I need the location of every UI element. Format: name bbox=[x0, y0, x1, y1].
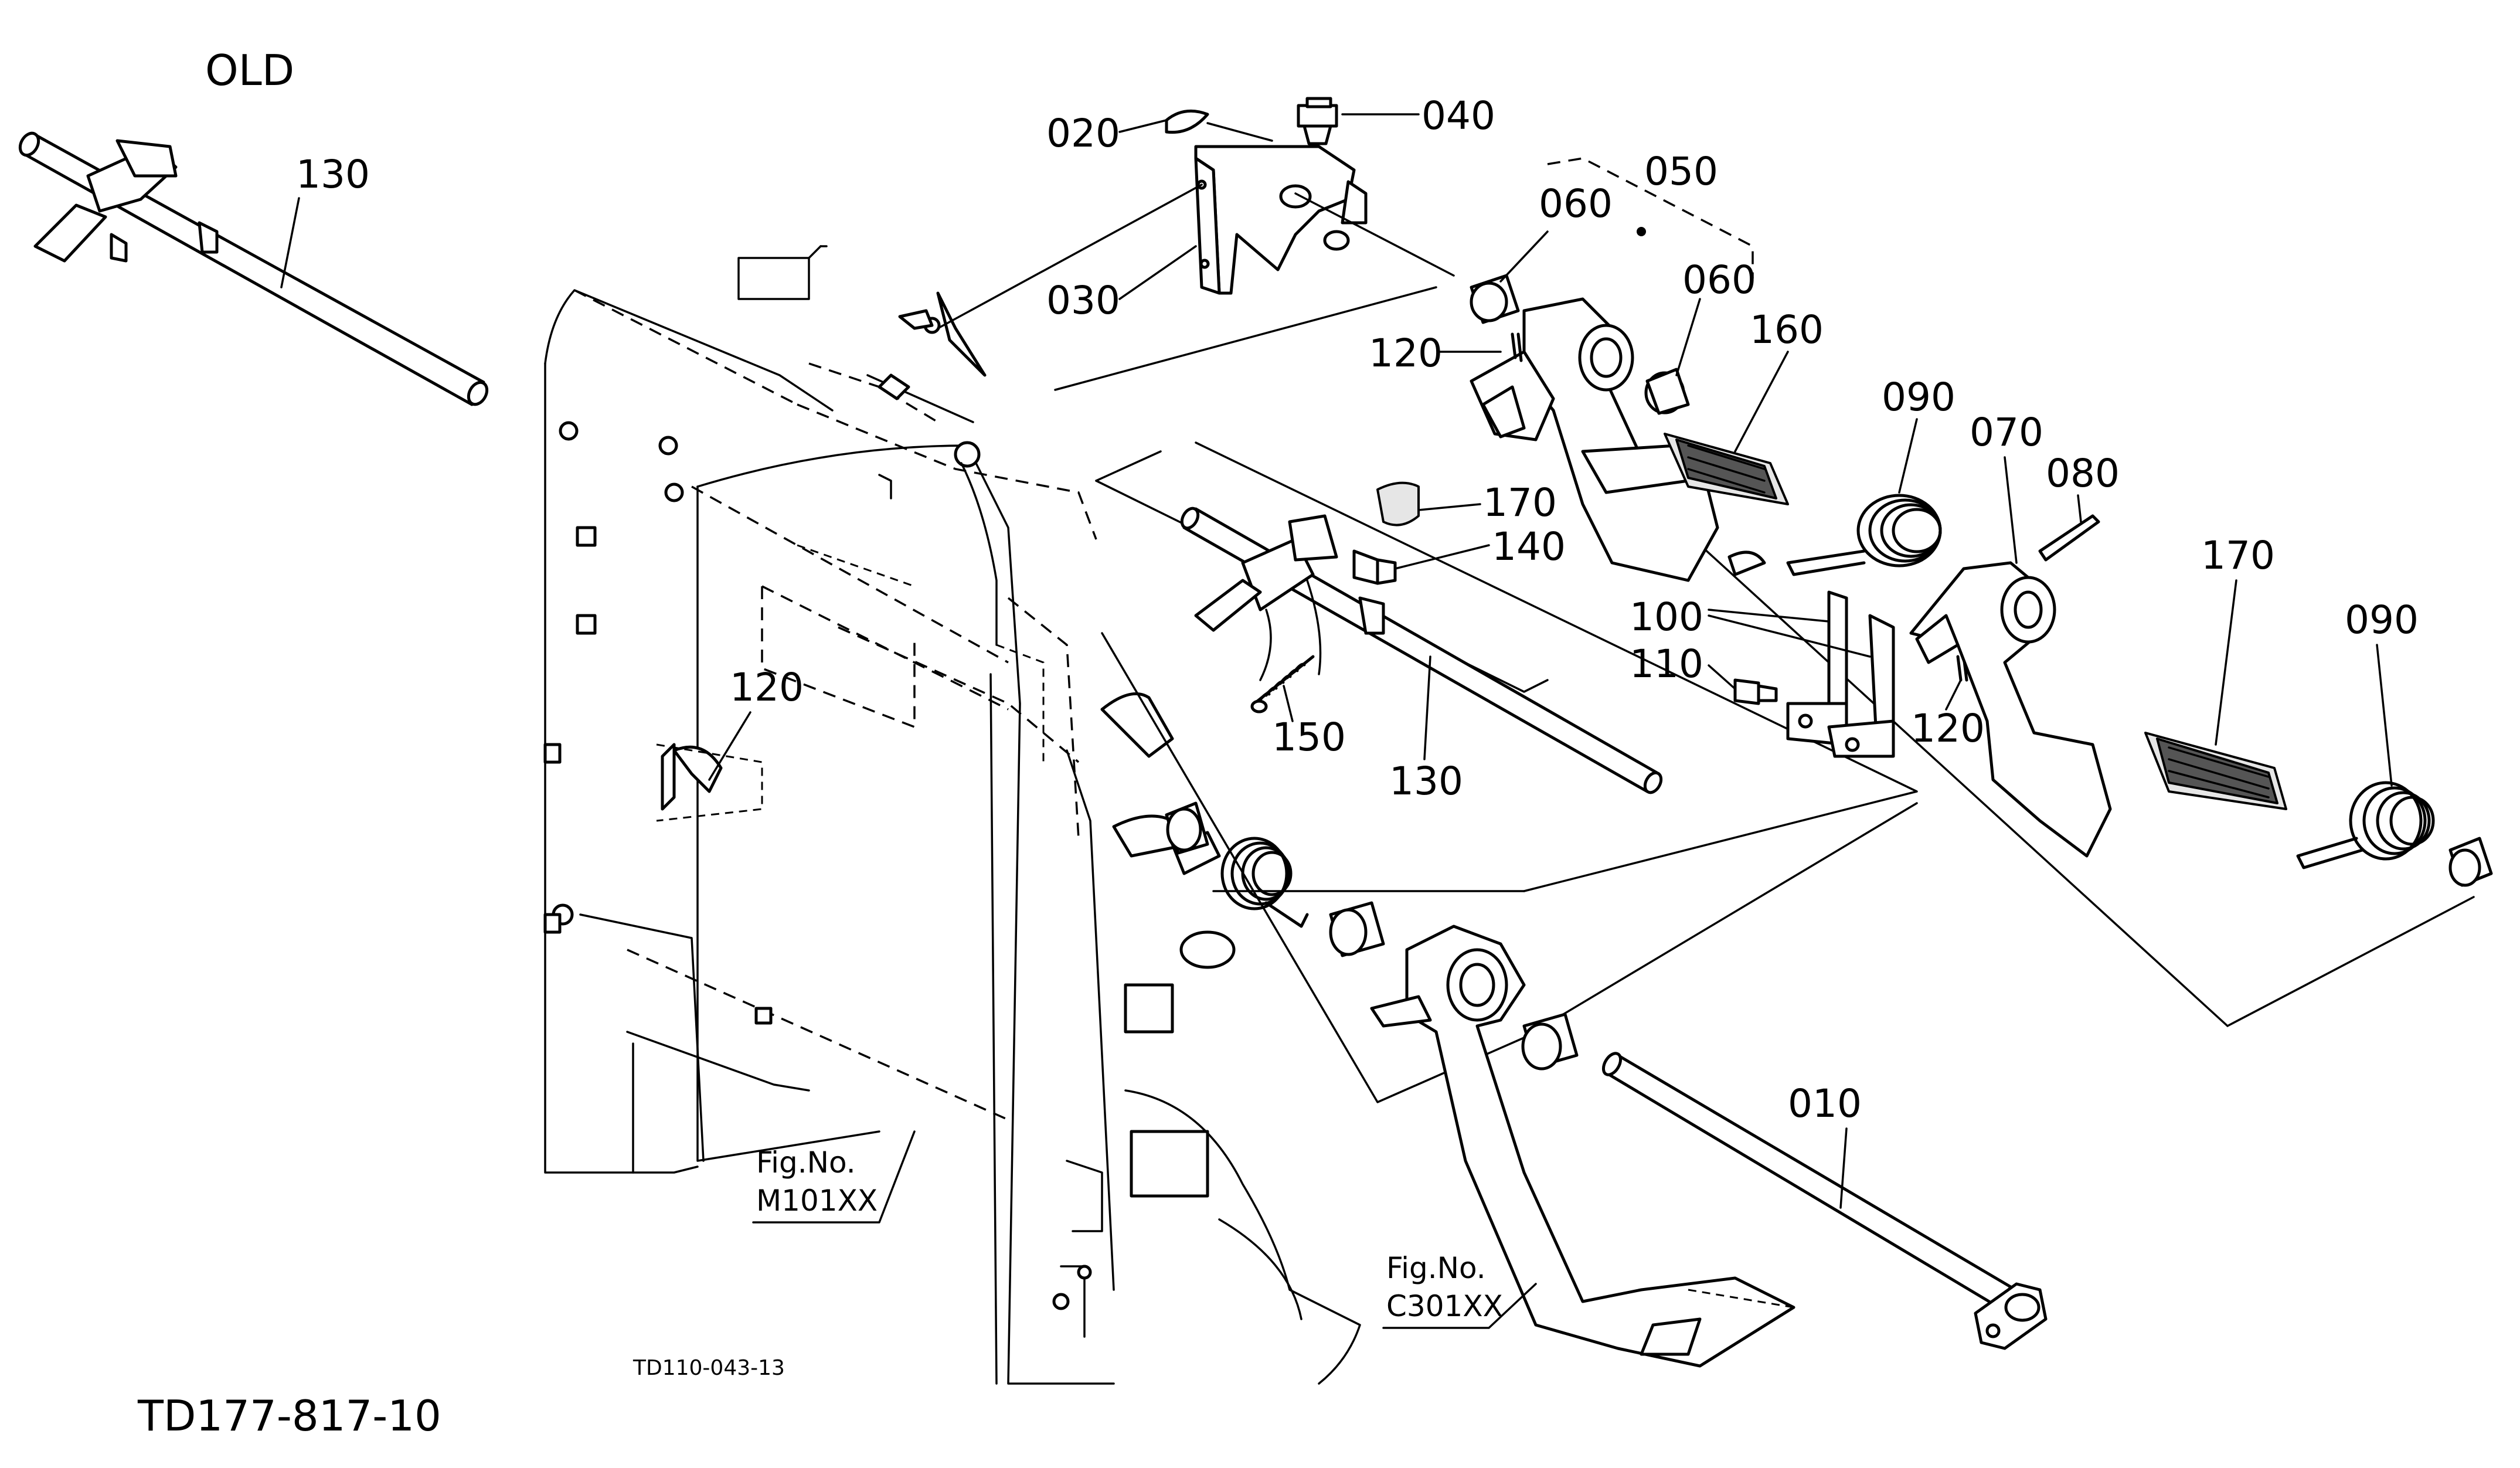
callout-040: 040 bbox=[1341, 93, 1495, 138]
svg-text:130: 130 bbox=[1389, 759, 1463, 804]
svg-text:030: 030 bbox=[1046, 278, 1120, 323]
svg-text:090: 090 bbox=[2345, 597, 2419, 643]
group-dot-050 bbox=[1637, 227, 1646, 236]
drawing-number: TD177-817-10 bbox=[137, 1391, 441, 1440]
pedal-lower bbox=[1370, 925, 1795, 1368]
callout-120-lower-right: 120 bbox=[1911, 679, 1985, 751]
spring-090-lower bbox=[2296, 781, 2435, 869]
callout-050: 050 bbox=[1644, 149, 1718, 194]
bushing-lower-b bbox=[1329, 901, 1385, 957]
callout-020: 020 bbox=[1046, 111, 1168, 156]
clip-020 bbox=[1165, 109, 1209, 134]
centerline-030-left bbox=[937, 184, 1203, 329]
callout-160-lower: 170 bbox=[2201, 533, 2275, 746]
fig-ref-m101xx-code: M101XX bbox=[756, 1184, 878, 1218]
callout-090-upper: 090 bbox=[1882, 375, 1956, 494]
grease-nipple-140 bbox=[1352, 549, 1397, 585]
callout-100: 100 bbox=[1630, 594, 1871, 658]
shaft-130 bbox=[1180, 507, 1663, 794]
svg-text:040: 040 bbox=[1421, 93, 1495, 138]
group-bracket-050 bbox=[1547, 157, 1754, 278]
spring-lower bbox=[1220, 837, 1309, 928]
callout-160-upper: 160 bbox=[1734, 307, 1824, 453]
callout-150: 150 bbox=[1272, 685, 1346, 760]
svg-text:020: 020 bbox=[1046, 111, 1120, 156]
pad-160-left bbox=[1664, 433, 1789, 505]
pad-160-right bbox=[2144, 732, 2287, 810]
bracket-100 bbox=[1786, 590, 1895, 758]
bracket-030 bbox=[1194, 145, 1368, 295]
pedal-arm-070 bbox=[1909, 561, 2112, 858]
bushing-right bbox=[2448, 837, 2493, 887]
callout-120-upper: 120 bbox=[1369, 331, 1502, 376]
box-top-edge bbox=[1054, 286, 1437, 391]
callout-130-mid: 130 bbox=[1389, 655, 1463, 804]
callout-070: 070 bbox=[1970, 410, 2043, 564]
callout-060-left: 060 bbox=[1499, 181, 1613, 283]
callout-090-lower: 090 bbox=[2345, 597, 2419, 787]
callout-080: 080 bbox=[2046, 451, 2120, 523]
bolt-110 bbox=[1733, 678, 1778, 705]
svg-text:170: 170 bbox=[2201, 533, 2275, 578]
callout-120-left: 120 bbox=[708, 665, 804, 781]
spring-090-upper bbox=[1786, 494, 1942, 576]
svg-text:090: 090 bbox=[1882, 375, 1956, 420]
callout-060-right: 060 bbox=[1675, 257, 1756, 376]
callout-130-old: 130 bbox=[296, 152, 370, 197]
svg-text:060: 060 bbox=[1539, 181, 1613, 226]
svg-text:120: 120 bbox=[1911, 706, 1985, 751]
pin-080 bbox=[2038, 514, 2100, 562]
sub-drawing-number: TD110-043-13 bbox=[632, 1356, 785, 1380]
variant-label: OLD bbox=[205, 46, 294, 95]
callout-030: 030 bbox=[1046, 245, 1197, 323]
bushing-lower-a bbox=[1165, 801, 1209, 855]
bushing-lower-c bbox=[1521, 1012, 1579, 1071]
svg-text:050: 050 bbox=[1644, 149, 1718, 194]
svg-text:110: 110 bbox=[1630, 641, 1703, 687]
callout-010: 010 bbox=[1788, 1081, 1862, 1209]
fig-ref-m101xx-leader bbox=[752, 1130, 916, 1224]
svg-text:060: 060 bbox=[1682, 257, 1756, 303]
fig-ref-c301xx-code: C301XX bbox=[1386, 1289, 1503, 1323]
leader-020-clip bbox=[1206, 122, 1273, 142]
svg-text:160: 160 bbox=[1750, 307, 1824, 352]
centerline-030 bbox=[1294, 192, 1455, 277]
bushing-060-right bbox=[1644, 368, 1690, 415]
box-right-edge bbox=[2226, 896, 2475, 1027]
cap-170 bbox=[1376, 481, 1420, 526]
callout-170: 170 bbox=[1417, 480, 1557, 525]
svg-text:140: 140 bbox=[1492, 524, 1566, 569]
svg-text:120: 120 bbox=[730, 665, 804, 710]
pin-120-upper bbox=[1511, 332, 1523, 362]
old-shaft-130 bbox=[18, 131, 489, 406]
callout-140: 140 bbox=[1394, 524, 1566, 570]
fig-ref-m101xx-prefix: Fig.No. bbox=[756, 1146, 856, 1180]
shaft-010 bbox=[1601, 1052, 2048, 1350]
svg-text:170: 170 bbox=[1483, 480, 1557, 525]
spring-150 bbox=[1250, 655, 1315, 713]
svg-text:150: 150 bbox=[1272, 715, 1346, 760]
svg-text:100: 100 bbox=[1630, 594, 1703, 640]
box-130-edge-b bbox=[1095, 450, 1162, 482]
bolt-040 bbox=[1297, 97, 1338, 145]
svg-text:010: 010 bbox=[1788, 1081, 1862, 1126]
callout-110: 110 bbox=[1630, 641, 1736, 690]
svg-text:070: 070 bbox=[1970, 410, 2043, 455]
bushing-060-left bbox=[1470, 274, 1520, 324]
leader-130-old bbox=[280, 197, 300, 288]
svg-text:080: 080 bbox=[2046, 451, 2120, 496]
fig-ref-c301xx-leader bbox=[1382, 1283, 1537, 1329]
svg-text:120: 120 bbox=[1369, 331, 1443, 376]
box-right-diag bbox=[1628, 480, 2229, 1027]
frame-assembly bbox=[543, 245, 1361, 1385]
fig-ref-c301xx-prefix: Fig.No. bbox=[1386, 1251, 1486, 1285]
svg-text:130: 130 bbox=[296, 152, 370, 197]
